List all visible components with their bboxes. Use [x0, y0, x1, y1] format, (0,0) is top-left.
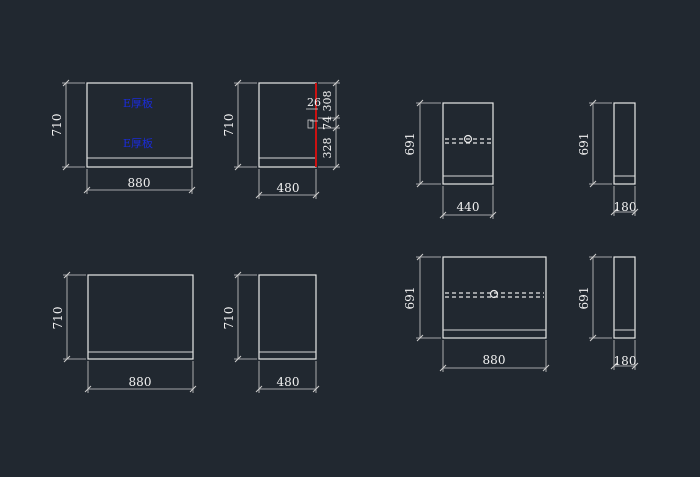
height-dimension-label: 691: [403, 287, 417, 310]
handle-hole: [489, 289, 499, 299]
view-side-180x691-top: 691 180: [577, 99, 639, 216]
dimension-label-328: 328: [321, 138, 334, 159]
dimension-tick: [631, 362, 639, 370]
dimension-tick: [83, 186, 91, 194]
dimension-tick: [416, 253, 424, 261]
dimension-tick: [589, 253, 597, 261]
panel-note-lower: E厚板: [123, 136, 153, 150]
panel-note-upper: E厚板: [123, 96, 153, 110]
dimension-tick: [439, 364, 447, 372]
dimension-tick: [255, 191, 263, 199]
view-side-480x710-top: 26 308 74 328 710 480: [222, 79, 340, 199]
height-dimension-label: 710: [222, 114, 236, 137]
dimension-tick: [62, 79, 70, 87]
dimension-tick: [188, 186, 196, 194]
view-side-480x710-bottom: 710 480: [222, 271, 320, 393]
dimension-label-26: 26: [307, 96, 321, 109]
dimension-tick: [439, 211, 447, 219]
height-dimension-label: 691: [403, 133, 417, 156]
dimension-tick: [332, 163, 340, 171]
width-dimension-label: 480: [277, 375, 300, 389]
section-mark-box: [307, 119, 314, 129]
dimension-tick: [589, 180, 597, 188]
dimension-tick: [234, 271, 242, 279]
dimension-tick: [416, 180, 424, 188]
dimension-tick: [332, 114, 340, 122]
dimension-tick: [489, 211, 497, 219]
dimension-tick: [63, 355, 71, 363]
cabinet-outline: [258, 274, 317, 360]
dimension-tick: [234, 355, 242, 363]
width-dimension-label: 180: [614, 200, 637, 214]
height-dimension-label: 691: [577, 133, 591, 156]
dimension-tick: [84, 385, 92, 393]
height-dimension-label: 710: [50, 114, 64, 137]
dimension-tick: [589, 99, 597, 107]
width-dimension-label: 480: [277, 181, 300, 195]
dimension-label-308: 308: [321, 91, 334, 112]
dimension-tick: [63, 271, 71, 279]
width-dimension-label: 440: [457, 200, 480, 214]
dimension-tick: [234, 163, 242, 171]
view-front-880x710-top: E厚板 E厚板 710 880: [50, 79, 196, 194]
dimension-tick: [62, 163, 70, 171]
cabinet-outline: [613, 256, 636, 339]
width-dimension-label: 880: [128, 176, 151, 190]
height-dimension-label: 710: [222, 307, 236, 330]
dimension-tick: [312, 191, 320, 199]
dimension-tick: [416, 334, 424, 342]
cabinet-outline: [442, 256, 547, 339]
width-dimension-label: 880: [129, 375, 152, 389]
dimension-tick: [610, 362, 618, 370]
dimension-tick: [332, 124, 340, 132]
dimension-tick: [189, 385, 197, 393]
height-dimension-label: 691: [577, 287, 591, 310]
dimension-tick: [234, 79, 242, 87]
dimension-label-74: 74: [321, 116, 334, 130]
cabinet-outline: [86, 82, 193, 168]
view-front-440x691: 691 440: [403, 99, 497, 219]
view-side-180x691-bottom: 691 180: [577, 253, 639, 370]
dimension-tick: [610, 208, 618, 216]
dimension-tick: [332, 79, 340, 87]
view-front-880x691: 691 880: [403, 253, 550, 372]
dimension-tick: [255, 385, 263, 393]
height-dimension-label: 710: [51, 307, 65, 330]
cabinet-outline: [613, 102, 636, 185]
handle-hole: [463, 134, 473, 144]
cabinet-outline: [442, 102, 494, 185]
dimension-tick: [312, 385, 320, 393]
dimension-tick: [542, 364, 550, 372]
width-dimension-label: 880: [483, 353, 506, 367]
dimension-tick: [416, 99, 424, 107]
view-front-880x710-bottom: 710 880: [51, 271, 197, 393]
width-dimension-label: 180: [614, 354, 637, 368]
cabinet-outline: [87, 274, 194, 360]
dimension-tick: [589, 334, 597, 342]
dimension-tick: [631, 208, 639, 216]
